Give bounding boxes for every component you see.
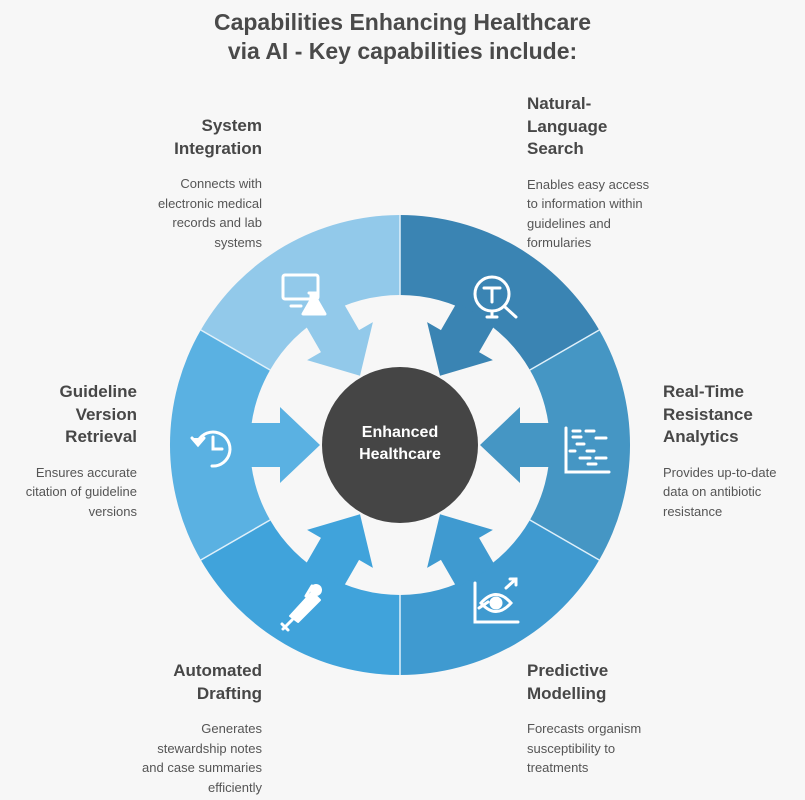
description-line: formularies (527, 235, 592, 250)
description-line: Ensures accurate (35, 464, 137, 480)
capability-automated-drafting: Automated Drafting Generates stewardship… (52, 660, 262, 797)
description-line: susceptibility to (527, 740, 616, 756)
description-line: resistance (663, 503, 723, 519)
capability-title: System Integration (52, 115, 262, 160)
title-line: Modelling (527, 683, 607, 703)
title-line: Natural- (527, 94, 592, 113)
description-line: data on antibiotic (663, 484, 762, 499)
sector-automated-drafting (200, 520, 400, 675)
description-line: to information within (527, 196, 643, 211)
capability-description: Forecasts organism susceptibility to tre… (527, 719, 737, 778)
capability-real-time-resistance-analytics: Real-Time Resistance Analytics Provides … (663, 381, 803, 521)
capability-description: Connects with electronic medical records… (52, 174, 262, 252)
description-line: Forecasts organism (527, 721, 642, 736)
description-line: and case summaries (142, 760, 262, 775)
capability-title: Guideline Version Retrieval (0, 381, 137, 449)
title-line: Search (527, 139, 584, 158)
capability-description: Provides up-to-date data on antibiotic r… (663, 463, 803, 522)
capability-title: Predictive Modelling (527, 660, 737, 705)
center-label-line-1: Enhanced (361, 424, 439, 441)
title-line: Guideline (59, 382, 137, 401)
capability-guideline-version-retrieval: Guideline Version Retrieval Ensures accu… (0, 381, 137, 521)
history-clock-icon (190, 430, 232, 468)
diagram-title: Capabilities Enhancing Healthcare via AI… (0, 8, 805, 66)
description-line: citation of guideline (25, 484, 137, 499)
sector-natural-language-search (400, 215, 600, 370)
title-line: Analytics (663, 427, 739, 446)
description-line: systems (214, 234, 262, 250)
computer-flask-icon (281, 273, 327, 316)
title-line: Drafting (196, 683, 262, 703)
title-line: System (201, 116, 262, 135)
sector-dividers (200, 215, 600, 675)
title-line: Predictive (527, 661, 609, 680)
capability-title: Automated Drafting (52, 660, 262, 705)
description-line: Enables easy access (527, 176, 650, 192)
title-line: Integration (174, 138, 262, 158)
title-line: Resistance (663, 404, 753, 424)
arrow-real-time-resistance (480, 407, 552, 483)
center-circle (322, 367, 478, 523)
capability-title: Natural- Language Search (527, 93, 737, 161)
eye-chart-icon (473, 577, 520, 624)
description-line: treatments (527, 760, 589, 775)
arrow-guideline-version (248, 407, 320, 483)
description-line: efficiently (208, 779, 262, 795)
center-label-line-2: Healthcare (359, 446, 441, 463)
capability-description: Ensures accurate citation of guideline v… (0, 463, 137, 522)
description-line: records and lab (172, 215, 262, 230)
title-line: Retrieval (65, 427, 137, 446)
title-line: Version (75, 404, 137, 424)
description-line: versions (88, 503, 137, 519)
title-line: Real-Time (663, 382, 744, 401)
title-line-2: via AI - Key capabilities include: (227, 38, 578, 64)
capability-description: Generates stewardship notes and case sum… (52, 719, 262, 797)
pen-icon (280, 584, 322, 632)
sector-predictive-modelling (400, 520, 600, 675)
description-line: guidelines and (527, 215, 611, 231)
description-line: stewardship notes (157, 740, 262, 756)
capability-title: Real-Time Resistance Analytics (663, 381, 803, 449)
data-chart-icon (564, 426, 611, 474)
capability-predictive-modelling: Predictive Modelling Forecasts organism … (527, 660, 737, 778)
capability-description: Enables easy access to information withi… (527, 175, 737, 253)
sector-system-integration (200, 215, 400, 370)
center-label: Enhanced Healthcare (322, 422, 478, 466)
description-line: Provides up-to-date (663, 464, 777, 480)
sector-guideline-version (169, 330, 271, 560)
description-line: electronic medical (157, 195, 262, 211)
description-line: Generates (201, 721, 262, 736)
capability-natural-language-search: Natural- Language Search Enables easy ac… (527, 93, 737, 253)
text-search-icon (473, 275, 518, 319)
description-line: Connects with (180, 176, 262, 191)
title-line-1: Capabilities Enhancing Healthcare (213, 9, 592, 35)
title-line: Language (527, 116, 608, 136)
capability-system-integration: System Integration Connects with electro… (52, 115, 262, 252)
title-line: Automated (173, 661, 262, 680)
